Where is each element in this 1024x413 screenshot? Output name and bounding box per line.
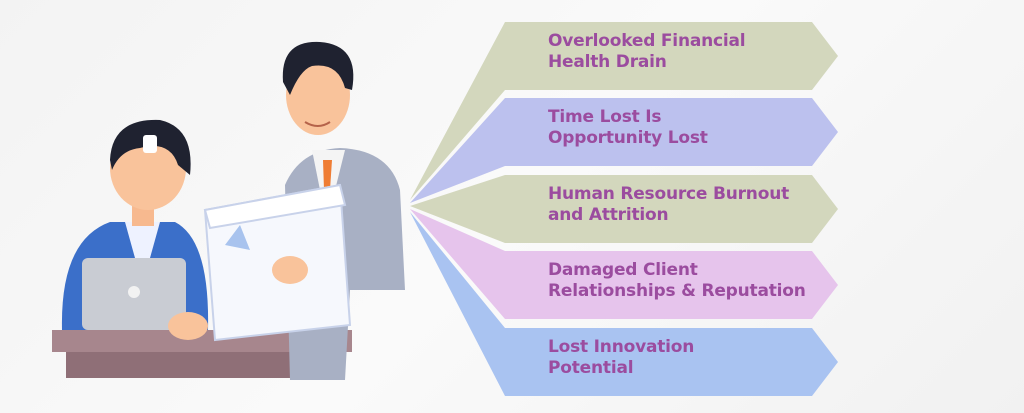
seated-worker-hand — [168, 312, 208, 340]
paper-stack-top — [203, 183, 347, 230]
desk-front — [66, 352, 326, 378]
arrow-band-1 — [410, 22, 838, 200]
arrow-band-5 — [410, 212, 838, 396]
band-label-line2: Health Drain — [548, 52, 667, 72]
band-label-line2: and Attrition — [548, 205, 669, 225]
seated-worker-hair — [110, 119, 191, 175]
paper-triangle-icon — [225, 225, 250, 250]
band-label-line2: Potential — [548, 358, 634, 378]
bandage-icon — [143, 135, 157, 153]
standing-worker-face — [286, 55, 350, 135]
band-label-line1: Time Lost Is — [548, 107, 662, 127]
illustration-office-workers — [52, 41, 405, 380]
arrow-band-4 — [410, 209, 838, 319]
desk-top — [52, 330, 352, 352]
seated-worker-shirt — [125, 222, 160, 258]
tie-icon — [323, 160, 332, 190]
smile-icon — [304, 121, 331, 127]
band-label-line1: Overlooked Financial — [548, 31, 746, 51]
band-label-line2: Relationships & Reputation — [548, 281, 806, 301]
band-label-line1: Damaged Client — [548, 260, 698, 280]
laptop-logo-icon — [128, 286, 140, 298]
band-label-line1: Human Resource Burnout — [548, 184, 790, 204]
standing-worker-hand — [272, 256, 308, 284]
arrow-band-3 — [410, 175, 838, 243]
band-label-line1: Lost Innovation — [548, 337, 695, 357]
arrow-band-2 — [410, 98, 838, 203]
standing-worker-hair — [282, 41, 354, 95]
band-label-line2: Opportunity Lost — [548, 128, 708, 148]
arrow-bands — [410, 22, 838, 396]
